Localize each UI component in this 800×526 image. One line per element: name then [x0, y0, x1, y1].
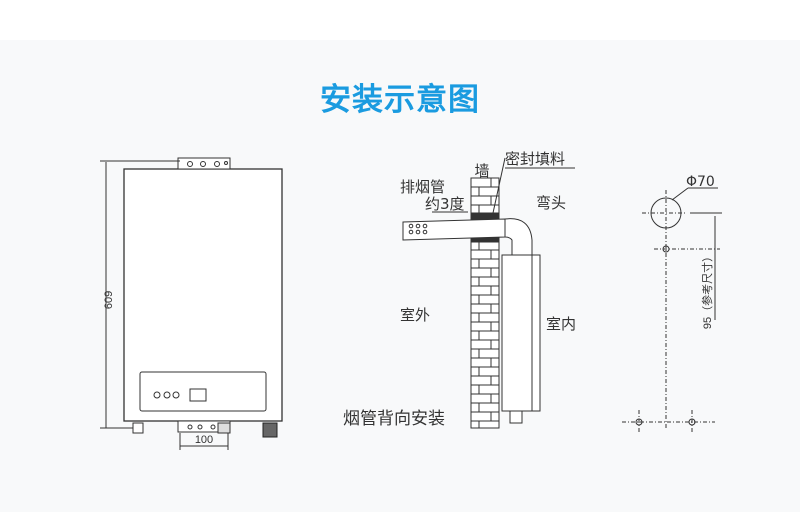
label-indoor: 室内 — [546, 315, 576, 333]
hole-layout — [622, 190, 720, 432]
label-outdoor: 室外 — [400, 306, 430, 324]
display-screen — [189, 388, 207, 402]
control-panel — [139, 371, 267, 412]
label-caption: 烟管背向安装 — [343, 409, 445, 429]
label-exhaust-pipe: 排烟管 — [400, 178, 445, 196]
heater-side — [501, 254, 541, 412]
side-installation-view — [402, 157, 575, 429]
label-elbow: 弯头 — [536, 194, 566, 212]
label-offset: 95（参考尺寸） — [700, 251, 714, 329]
hole-marks — [635, 187, 722, 426]
elbow — [504, 218, 533, 256]
height-dimension: 609 — [103, 291, 115, 309]
label-wall: 墙 — [474, 162, 489, 180]
label-slope: 约3度 — [425, 195, 465, 213]
label-sealant: 密封填料 — [505, 150, 565, 168]
page-title: 安装示意图 — [320, 82, 480, 118]
label-diameter: Φ70 — [686, 174, 715, 190]
exhaust-pipe — [402, 218, 506, 241]
sealant-top — [470, 212, 500, 220]
heater-front-view: 609 100 — [100, 157, 283, 450]
width-dimension: 100 — [195, 434, 213, 446]
